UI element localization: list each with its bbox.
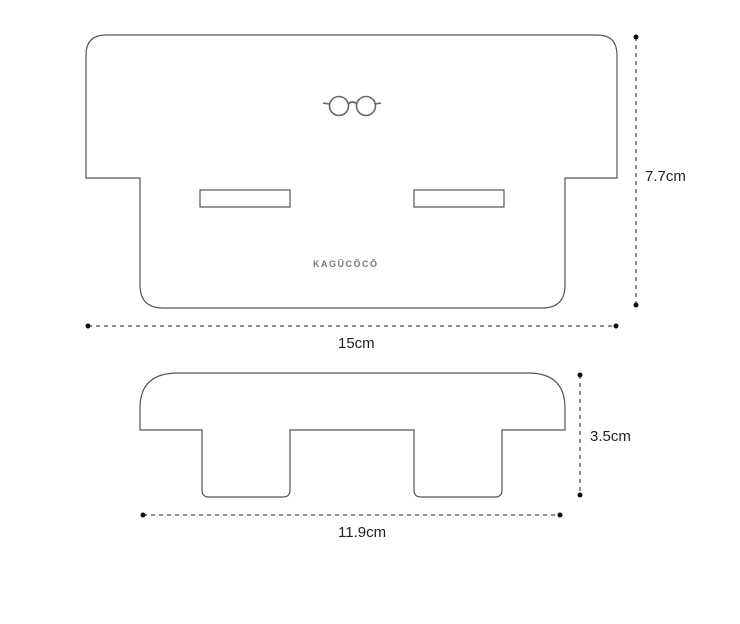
- right-slot: [413, 189, 505, 208]
- brand-logo: KAGŪCŌCŌ: [313, 259, 379, 269]
- top-height-label: 7.7cm: [645, 168, 686, 185]
- top-panel-outline: [85, 34, 618, 309]
- top-width-label: 15cm: [338, 335, 375, 352]
- bottom-panel-outline: [139, 372, 566, 498]
- dimension-lines: [88, 37, 637, 516]
- bottom-width-label: 11.9cm: [338, 524, 387, 541]
- dimension-endpoints: [85, 34, 639, 518]
- bottom-height-label: 3.5cm: [590, 428, 631, 445]
- left-slot: [199, 189, 291, 208]
- glasses-icon: [322, 95, 382, 117]
